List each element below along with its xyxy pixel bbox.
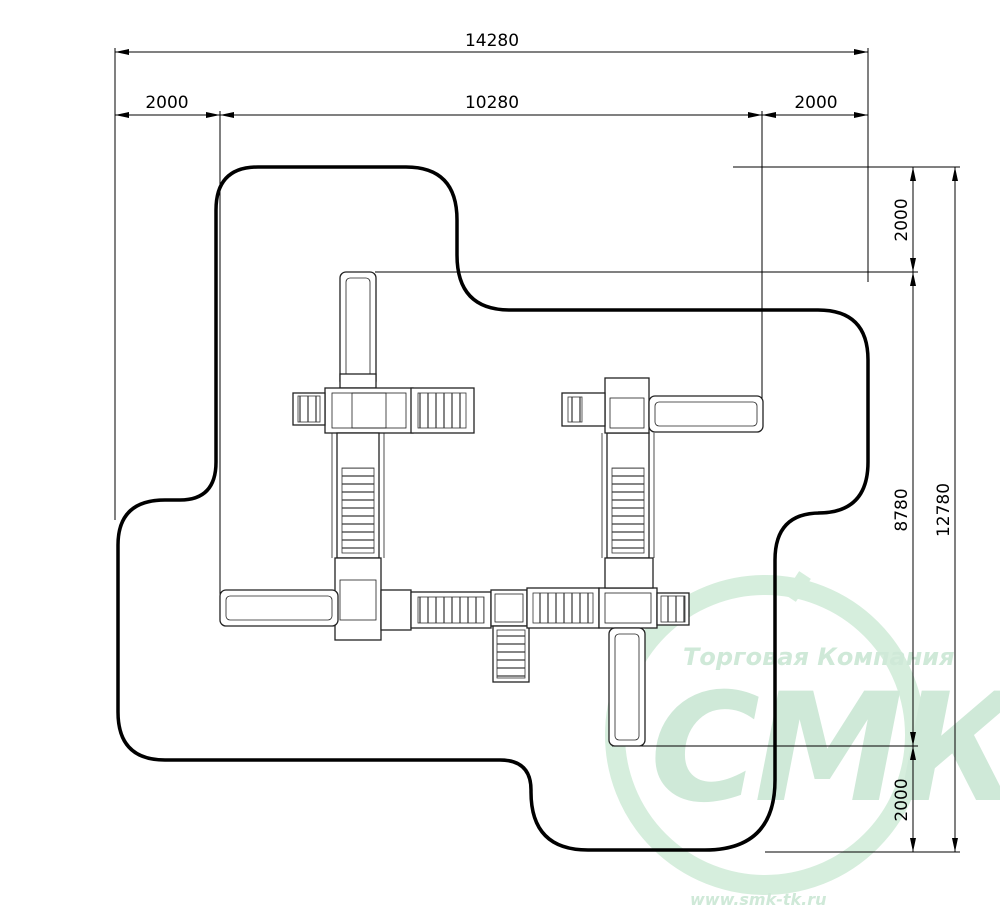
ladder-bottom-right [656,592,690,626]
slide-bottom-right [608,627,646,747]
watermark-url: www.smk-tk.ru [690,890,827,909]
safety-zone-outline [116,165,870,852]
post-right-lower [604,557,654,589]
watermark-company: Торговая Компания [683,643,955,671]
tower-bottom-middle [490,589,528,627]
tower-bottom-right [598,587,658,629]
dim-total-height: 12780 [934,483,954,537]
dim-total-width: 14280 [465,31,519,51]
dim-right-margin: 2000 [794,93,837,113]
bridge-left [331,432,385,559]
smk-watermark: СМК Торговая Компания www.smk-tk.ru [605,571,1000,909]
dim-bottom-margin: 2000 [892,778,912,821]
deck-top-left [410,387,475,434]
bridge-bottom-1 [410,591,492,629]
stairs-bottom-middle [492,625,530,683]
slide-bottom-left [219,589,339,627]
ladder-top-right [561,392,606,427]
tower-bottom-left [334,557,412,641]
dim-inner-width: 10280 [465,93,519,113]
dim-left-margin: 2000 [145,93,188,113]
watermark-ring-slash [784,571,811,602]
tower-top-left [324,387,414,434]
ladder-top-left [292,392,326,426]
dim-top-margin: 2000 [892,198,912,241]
dim-inner-height: 8780 [892,488,912,531]
tower-top-right [604,377,650,434]
watermark-logo: СМК [650,662,1000,836]
equipment-complex [219,271,764,747]
dimension-lines [114,48,960,853]
slide-top-left [339,271,377,389]
bridge-bottom-2 [526,587,600,629]
bridge-right [601,432,655,559]
slide-top-right [648,395,764,433]
